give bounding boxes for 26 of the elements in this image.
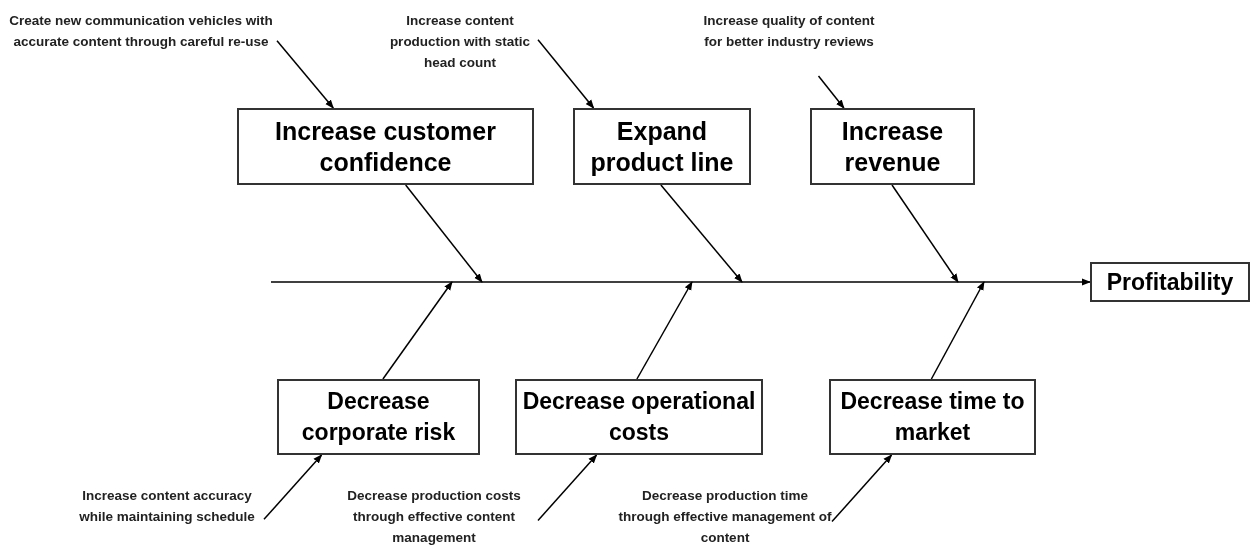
- arrow: [276, 40, 335, 109]
- cause-note: Decrease production time through effective management of content: [618, 485, 832, 548]
- effect-box: Increase customer confidence: [237, 108, 534, 185]
- cause-note: Create new communication vehicles with accurate content through careful re-use: [5, 10, 277, 76]
- effect-box: Expand product line: [573, 108, 751, 185]
- effect-box: Decrease operational costs: [515, 379, 763, 455]
- arrow: [831, 454, 893, 523]
- effect-box: Decrease time to market: [829, 379, 1036, 455]
- arrow: [817, 75, 845, 109]
- arrow: [891, 184, 959, 283]
- arrow: [404, 184, 483, 283]
- arrow: [537, 39, 595, 109]
- outcome-box: Profitability: [1090, 262, 1250, 302]
- arrow: [636, 281, 693, 380]
- cause-note: Increase quality of content for better industry reviews: [700, 10, 878, 76]
- arrow: [537, 454, 598, 522]
- effect-box: Decrease corporate risk: [277, 379, 480, 455]
- spine-arrow: [270, 278, 1091, 286]
- effect-box: Increase revenue: [810, 108, 975, 185]
- cause-note: Increase content production with static head count: [382, 10, 538, 76]
- arrow: [263, 454, 323, 521]
- arrow: [382, 281, 453, 380]
- cause-note: Increase content accuracy while maintaining schedule: [70, 485, 264, 548]
- cause-note: Decrease production costs through effective content management: [330, 485, 538, 548]
- arrow: [930, 281, 985, 380]
- arrow: [660, 184, 743, 283]
